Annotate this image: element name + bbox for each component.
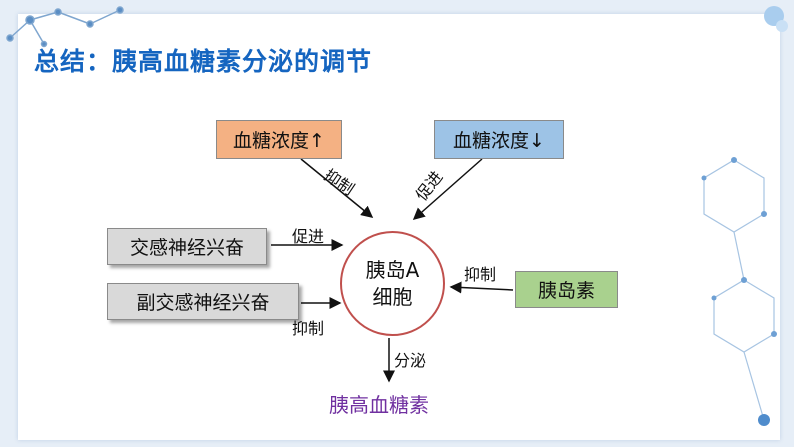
arrow-insulin-to-cell	[449, 281, 514, 294]
molecule-decoration-top-left	[6, 6, 124, 48]
box-glucose-high: 血糖浓度↑	[216, 120, 342, 159]
label-inhibit-insulin: 抑制	[464, 265, 497, 284]
arrow-glucose-low-to-cell	[412, 158, 483, 220]
output-glucagon: 胰高血糖素	[329, 393, 429, 417]
label-inhibit-parasympathetic: 抑制	[292, 319, 325, 338]
islet-a-cell-node: 胰岛A 细胞	[340, 231, 445, 336]
label-promote-sympathetic: 促进	[292, 227, 325, 246]
regulation-diagram: 血糖浓度↑ 血糖浓度↓ 交感神经兴奋 副交感神经兴奋 胰岛素 胰岛A 细胞 抑制…	[96, 85, 619, 417]
box-sympathetic-excitation: 交感神经兴奋	[107, 228, 267, 265]
diagram-arrows	[271, 158, 514, 383]
bubble-decoration-top-right	[764, 6, 788, 32]
molecule-decoration-right	[701, 157, 777, 426]
box-insulin: 胰岛素	[515, 271, 618, 308]
arrow-glucose-high-to-cell	[300, 158, 374, 218]
slide-title: 总结：胰高血糖素分泌的调节	[34, 47, 373, 76]
box-parasympathetic-excitation: 副交感神经兴奋	[107, 283, 299, 320]
islet-a-cell-line1: 胰岛A	[365, 257, 420, 282]
box-glucose-low: 血糖浓度↓	[434, 120, 564, 159]
islet-a-cell-line2: 细胞	[372, 284, 413, 309]
label-secrete: 分泌	[394, 351, 427, 370]
